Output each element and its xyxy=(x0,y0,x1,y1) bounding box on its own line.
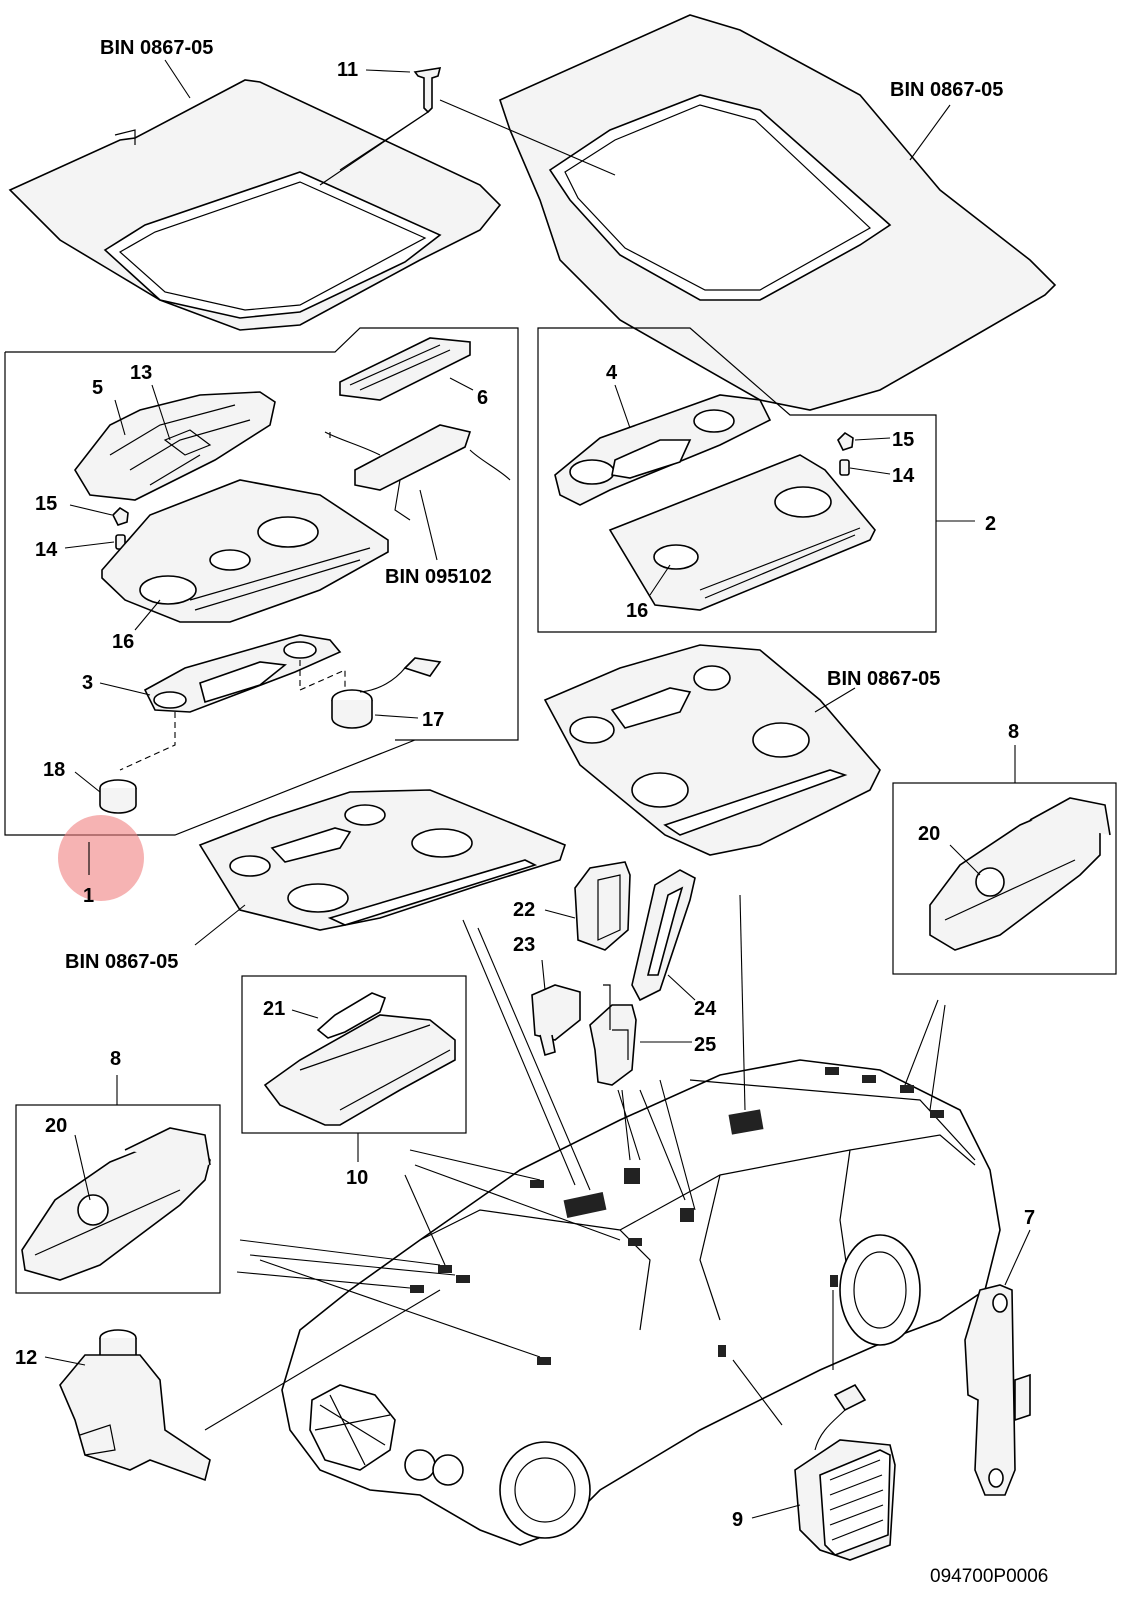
switch-22 xyxy=(574,861,631,951)
callout-6: 6 xyxy=(477,387,488,409)
callout-15: 15 xyxy=(35,493,57,515)
highlight-marker xyxy=(58,815,144,901)
reference-label: BIN 0867-05 xyxy=(827,668,940,690)
callout-14: 14 xyxy=(892,465,915,487)
callout-labels: BIN 0867-05 BIN 0867-05 BIN 0867-05 BIN … xyxy=(15,37,1048,1587)
callout-20: 20 xyxy=(918,823,940,845)
headliner-center-right xyxy=(543,644,881,856)
headliner-center-left xyxy=(198,789,566,931)
callout-12: 12 xyxy=(15,1347,37,1369)
location-markers xyxy=(204,894,946,1431)
callout-9: 9 xyxy=(732,1509,743,1531)
console-housing-16 xyxy=(101,479,389,623)
handle-24 xyxy=(631,869,696,1002)
callout-3: 3 xyxy=(82,672,93,694)
console-housing-right xyxy=(608,454,876,611)
lamp-box-8-left xyxy=(15,1104,221,1294)
reference-label: BIN 0867-05 xyxy=(890,79,1003,101)
lamp-17 xyxy=(331,657,442,729)
callout-24: 24 xyxy=(694,998,717,1020)
callout-1: 1 xyxy=(83,885,94,907)
callout-8: 8 xyxy=(110,1048,121,1070)
connector-23 xyxy=(531,984,581,1057)
callout-10: 10 xyxy=(346,1167,368,1189)
leader-lines xyxy=(44,59,1031,1519)
callout-21: 21 xyxy=(263,998,285,1020)
reference-label: BIN 0867-05 xyxy=(100,37,213,59)
bracket-7 xyxy=(964,1284,1031,1496)
callout-4: 4 xyxy=(606,362,618,384)
callout-14: 14 xyxy=(35,539,58,561)
reference-label: BIN 095102 xyxy=(385,566,492,588)
callout-2: 2 xyxy=(985,513,996,535)
callout-16: 16 xyxy=(112,631,134,653)
callout-8: 8 xyxy=(1008,721,1019,743)
callout-15: 15 xyxy=(892,429,914,451)
callout-16: 16 xyxy=(626,600,648,622)
vent-9 xyxy=(794,1383,896,1561)
drawing-number: 094700P0006 xyxy=(930,1566,1048,1587)
callout-7: 7 xyxy=(1024,1207,1035,1229)
assembly-2-box xyxy=(537,327,937,633)
lamp-box-8-right xyxy=(892,782,1117,975)
callout-18: 18 xyxy=(43,759,65,781)
callout-23: 23 xyxy=(513,934,535,956)
switch-12 xyxy=(59,1329,211,1482)
screw-11 xyxy=(319,67,616,186)
car-outline xyxy=(281,1059,1001,1546)
callout-22: 22 xyxy=(513,899,535,921)
callout-5: 5 xyxy=(92,377,103,399)
callout-25: 25 xyxy=(694,1034,716,1056)
clip-15-left xyxy=(112,506,129,526)
lamp-trim-4 xyxy=(554,394,772,506)
bulb-18 xyxy=(99,779,137,814)
headliner-right xyxy=(499,14,1057,411)
callout-17: 17 xyxy=(422,709,444,731)
lamp-box-10 xyxy=(241,975,467,1134)
reference-label: BIN 0867-05 xyxy=(65,951,178,973)
callout-11: 11 xyxy=(337,59,358,81)
console-cover-5 xyxy=(74,391,276,501)
circuit-board-6 xyxy=(324,337,511,521)
callout-13: 13 xyxy=(130,362,152,384)
clip-15-right xyxy=(837,431,854,451)
headliner-left xyxy=(8,79,502,331)
clip-14-right xyxy=(839,459,850,476)
bracket-25 xyxy=(589,984,637,1086)
callout-20: 20 xyxy=(45,1115,67,1137)
lamp-trim-3 xyxy=(119,634,346,771)
